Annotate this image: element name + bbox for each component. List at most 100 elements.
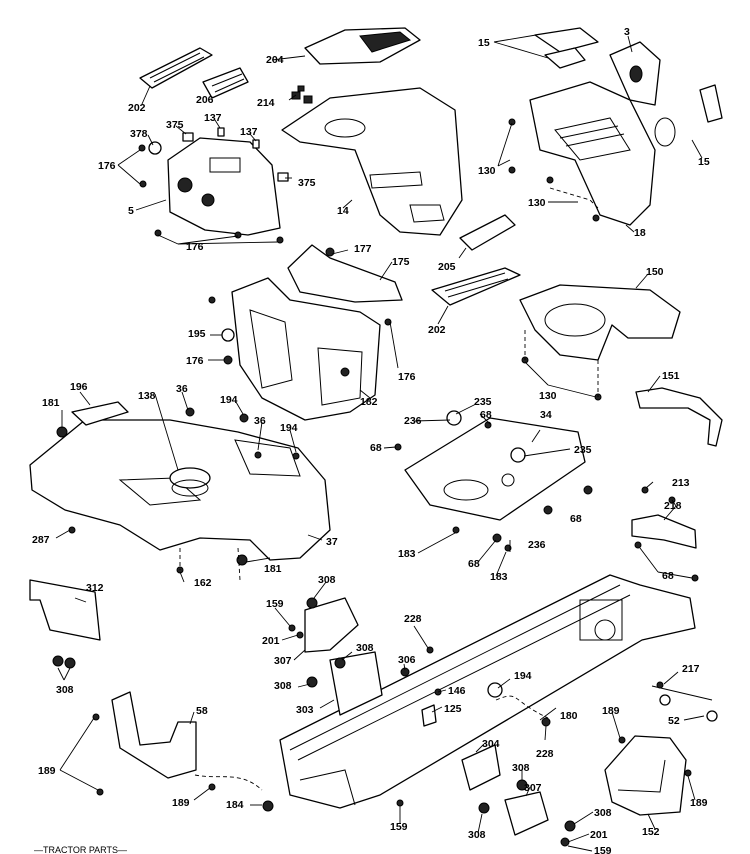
- leader-lines: [55, 34, 705, 852]
- grille-insert-205: [459, 214, 516, 251]
- callout-308: 308: [512, 762, 530, 774]
- callout-235: 235: [474, 396, 492, 408]
- callout-150: 150: [646, 266, 664, 278]
- heat-shield-312: [29, 579, 101, 641]
- callout-159: 159: [594, 845, 612, 854]
- callout-184: 184: [226, 799, 244, 811]
- callout-162: 162: [194, 577, 212, 589]
- callout-228: 228: [404, 613, 422, 625]
- callout-68: 68: [370, 442, 382, 454]
- callout-36: 36: [254, 415, 266, 427]
- callout-68: 68: [468, 558, 480, 570]
- callout-201: 201: [262, 635, 280, 647]
- callout-194: 194: [514, 670, 532, 682]
- callout-52: 52: [668, 715, 680, 727]
- callout-159: 159: [390, 821, 408, 833]
- callout-130: 130: [528, 197, 546, 209]
- callout-68: 68: [480, 409, 492, 421]
- callout-217: 217: [682, 663, 700, 675]
- seat-152: [604, 735, 687, 816]
- callout-189: 189: [172, 797, 190, 809]
- callout-206: 206: [196, 94, 214, 106]
- callout-151: 151: [662, 370, 680, 382]
- callout-202: 202: [128, 102, 146, 114]
- callout-146: 146: [448, 685, 466, 697]
- headlight-bracket-3: [609, 41, 676, 147]
- callout-307: 307: [524, 782, 542, 794]
- callout-130: 130: [539, 390, 557, 402]
- side-grille-202b: [431, 267, 521, 306]
- callout-189: 189: [690, 797, 708, 809]
- bracket-58: [111, 691, 197, 779]
- callout-14: 14: [337, 205, 349, 217]
- callout-235: 235: [574, 444, 592, 456]
- callout-181: 181: [42, 397, 60, 409]
- bracket-151: [635, 387, 723, 447]
- spacer-194: [487, 682, 503, 698]
- callout-37: 37: [326, 536, 338, 548]
- callout-308: 308: [356, 642, 374, 654]
- callout-18: 18: [634, 227, 646, 239]
- callout-236: 236: [528, 539, 546, 551]
- callout-189: 189: [38, 765, 56, 777]
- callout-202: 202: [428, 324, 446, 336]
- callout-201: 201: [590, 829, 608, 841]
- callout-194: 194: [280, 422, 298, 434]
- callout-15: 15: [478, 37, 490, 49]
- rod-217: [651, 685, 718, 722]
- bumper-125: [421, 704, 437, 727]
- callout-308: 308: [468, 829, 486, 841]
- callout-228: 228: [536, 748, 554, 760]
- callout-312: 312: [86, 582, 104, 594]
- footer-text: —TRACTOR PARTS—: [34, 845, 127, 854]
- callout-195: 195: [188, 328, 206, 340]
- callout-181: 181: [264, 563, 282, 575]
- callout-308: 308: [274, 680, 292, 692]
- callout-137: 137: [204, 112, 222, 124]
- callout-306: 306: [398, 654, 416, 666]
- callout-175: 175: [392, 256, 410, 268]
- callout-304: 304: [482, 738, 500, 750]
- callout-labels: 202 206 204 214 15 3 15 375 137 137 378 …: [32, 26, 710, 854]
- bracket-304: [461, 744, 501, 791]
- callout-58: 58: [196, 705, 208, 717]
- callout-177: 177: [354, 243, 372, 255]
- callout-213: 213: [672, 477, 690, 489]
- callout-204: 204: [266, 54, 284, 66]
- bracket-303: [329, 651, 383, 716]
- side-grille-202: [139, 47, 213, 89]
- callout-189: 189: [602, 705, 620, 717]
- footboard-37: [29, 419, 331, 561]
- callout-375: 375: [166, 119, 184, 131]
- callout-130: 130: [478, 165, 496, 177]
- callout-152: 152: [642, 826, 660, 838]
- callout-183: 183: [398, 548, 416, 560]
- callout-68: 68: [570, 513, 582, 525]
- callout-287: 287: [32, 534, 50, 546]
- callout-194: 194: [220, 394, 238, 406]
- callout-308: 308: [56, 684, 74, 696]
- dash-panel-5: [167, 137, 281, 236]
- bracket-175: [287, 244, 403, 303]
- callout-34: 34: [540, 409, 552, 421]
- callout-176: 176: [398, 371, 416, 383]
- callout-5: 5: [128, 205, 134, 217]
- callout-176: 176: [186, 241, 204, 253]
- callout-180: 180: [560, 710, 578, 722]
- bulb-137: [217, 127, 260, 149]
- callout-15: 15: [698, 156, 710, 168]
- callout-307: 307: [274, 655, 292, 667]
- callout-303: 303: [296, 704, 314, 716]
- callout-196: 196: [70, 381, 88, 393]
- dash-support-182: [231, 277, 381, 421]
- callout-218: 218: [664, 500, 682, 512]
- knob-375: [182, 132, 289, 182]
- dashed-paths: [179, 187, 601, 791]
- callout-378: 378: [130, 128, 148, 140]
- callout-375: 375: [298, 177, 316, 189]
- cap-196: [71, 401, 129, 426]
- inner-fender-150: [519, 284, 681, 361]
- callout-236: 236: [404, 415, 422, 427]
- callout-183: 183: [490, 571, 508, 583]
